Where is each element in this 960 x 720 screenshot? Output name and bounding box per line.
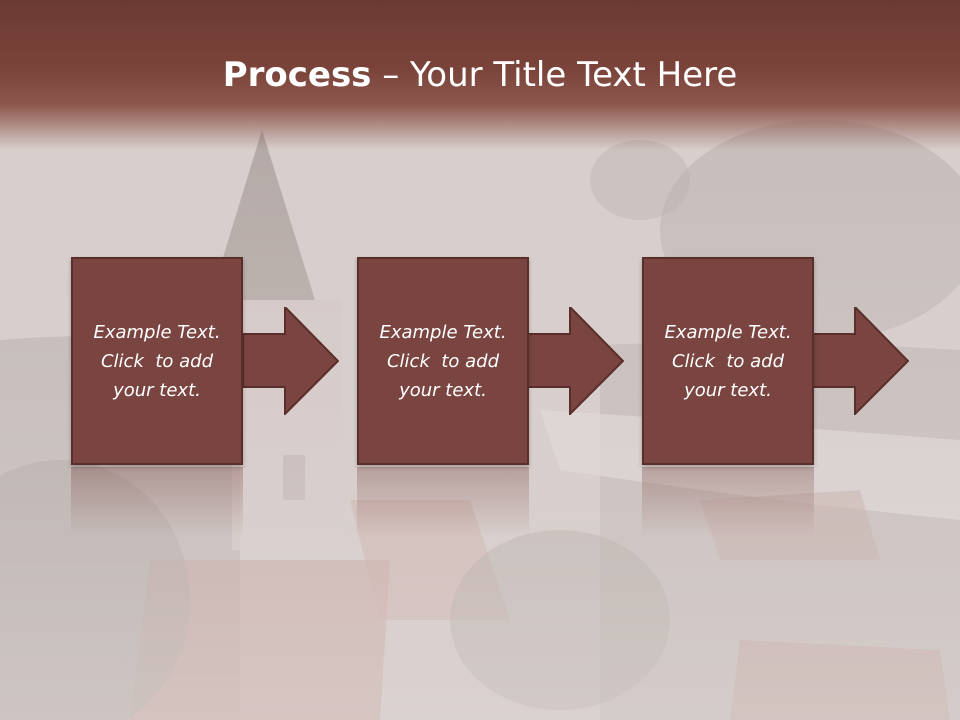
step-1-line-3: your text.	[113, 379, 201, 401]
step-2-line-3: your text.	[399, 379, 487, 401]
step-1-line-2: Click to add	[100, 350, 213, 372]
step-3-reflection	[642, 467, 814, 537]
title-regular-text: – Your Title Text Here	[371, 55, 738, 95]
step-3-box[interactable]: Example Text. Click to add your text.	[642, 257, 814, 465]
step-2-box[interactable]: Example Text. Click to add your text.	[357, 257, 529, 465]
step-2-text: Example Text. Click to add your text.	[371, 318, 514, 405]
right-arrow-icon	[243, 307, 339, 415]
step-3-line-1: Example Text.	[664, 321, 792, 343]
step-2-line-1: Example Text.	[379, 321, 507, 343]
step-1-reflection	[71, 467, 243, 537]
title-band	[0, 0, 960, 150]
step-3-line-3: your text.	[684, 379, 772, 401]
step-1-box[interactable]: Example Text. Click to add your text.	[71, 257, 243, 465]
slide-title[interactable]: Process – Your Title Text Here	[0, 52, 960, 98]
title-bold-text: Process	[222, 55, 372, 95]
step-2-reflection	[357, 467, 529, 537]
right-arrow-icon	[813, 307, 909, 415]
step-1-line-1: Example Text.	[93, 321, 221, 343]
step-2-line-2: Click to add	[386, 350, 499, 372]
step-1-text: Example Text. Click to add your text.	[85, 318, 228, 405]
right-arrow-icon	[528, 307, 624, 415]
step-3-line-2: Click to add	[671, 350, 784, 372]
step-3-text: Example Text. Click to add your text.	[656, 318, 799, 405]
